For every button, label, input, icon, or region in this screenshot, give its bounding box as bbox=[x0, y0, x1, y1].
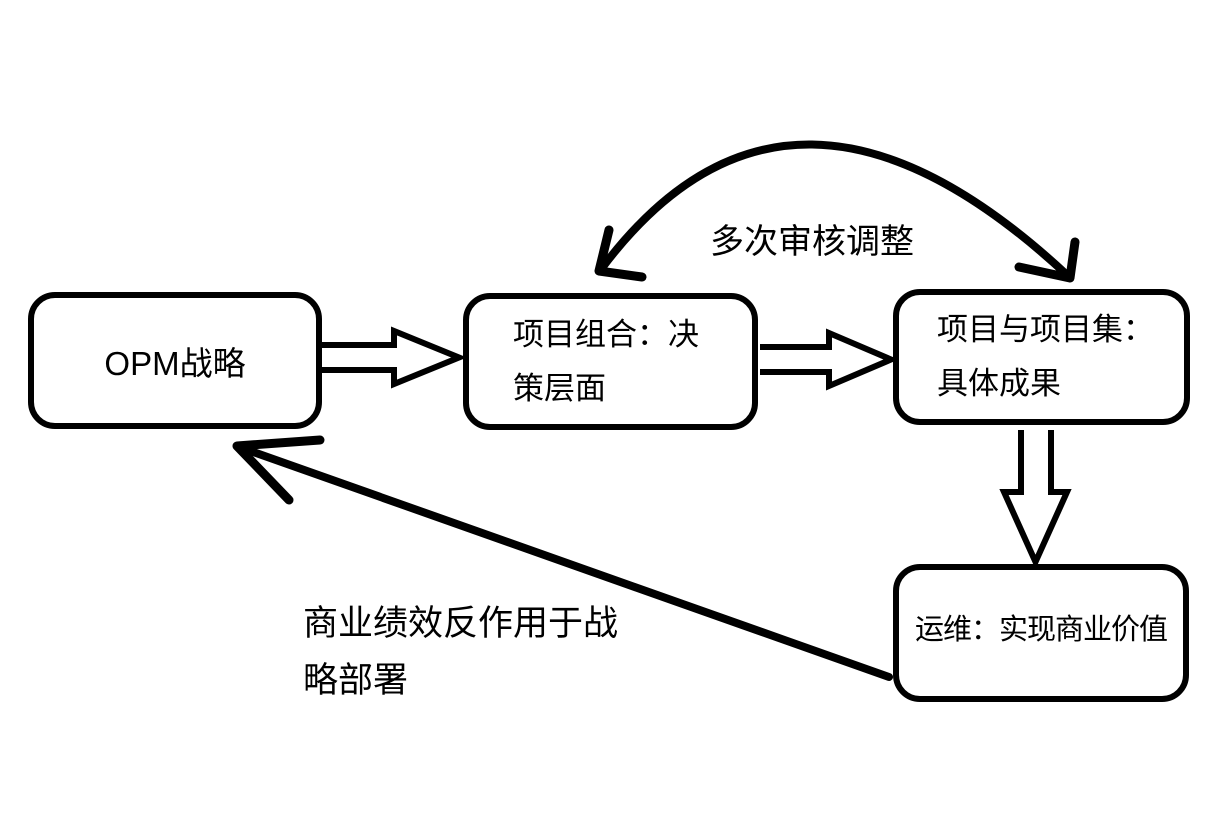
curved-arrowhead-right bbox=[1014, 237, 1080, 283]
edge-label-performance-feedback-line2: 略部署 bbox=[303, 661, 409, 700]
feedback-arrow bbox=[232, 435, 893, 681]
curved-review-arrow bbox=[594, 140, 1080, 283]
block-arrow-opm-to-portfolio bbox=[322, 326, 467, 389]
edge-label-performance-feedback-line1: 商业绩效反作用于战 bbox=[303, 604, 619, 643]
edge-label-review-adjust-text: 多次审核调整 bbox=[710, 223, 914, 261]
node-projects-programs-label-line2: 具体成果 bbox=[937, 366, 1061, 401]
curved-arrowhead-left bbox=[594, 225, 647, 282]
node-portfolio-decision: 项目组合：决 策层面 bbox=[463, 293, 758, 430]
curved-review-arc bbox=[598, 140, 1070, 278]
feedback-arrowhead bbox=[232, 435, 325, 505]
block-arrow-portfolio-to-programs bbox=[760, 328, 899, 391]
feedback-arrow-shaft bbox=[238, 444, 893, 681]
node-projects-programs: 项目与项目集： 具体成果 bbox=[893, 289, 1190, 425]
node-opm-strategy: OPM战略 bbox=[28, 292, 322, 429]
node-portfolio-decision-label-line1: 项目组合：决 bbox=[513, 316, 699, 352]
edge-label-performance-feedback: 商业绩效反作用于战 略部署 bbox=[303, 595, 618, 709]
node-operations-value: 运维：实现商业价值 bbox=[893, 564, 1189, 702]
node-projects-programs-label-line1: 项目与项目集： bbox=[937, 312, 1154, 347]
node-opm-strategy-label: OPM战略 bbox=[104, 344, 246, 382]
node-operations-value-label: 运维：实现商业价值 bbox=[914, 614, 1168, 646]
edge-label-review-adjust: 多次审核调整 bbox=[710, 221, 914, 263]
node-portfolio-decision-label-line2: 策层面 bbox=[513, 370, 606, 406]
block-arrow-programs-to-operations bbox=[999, 430, 1072, 570]
